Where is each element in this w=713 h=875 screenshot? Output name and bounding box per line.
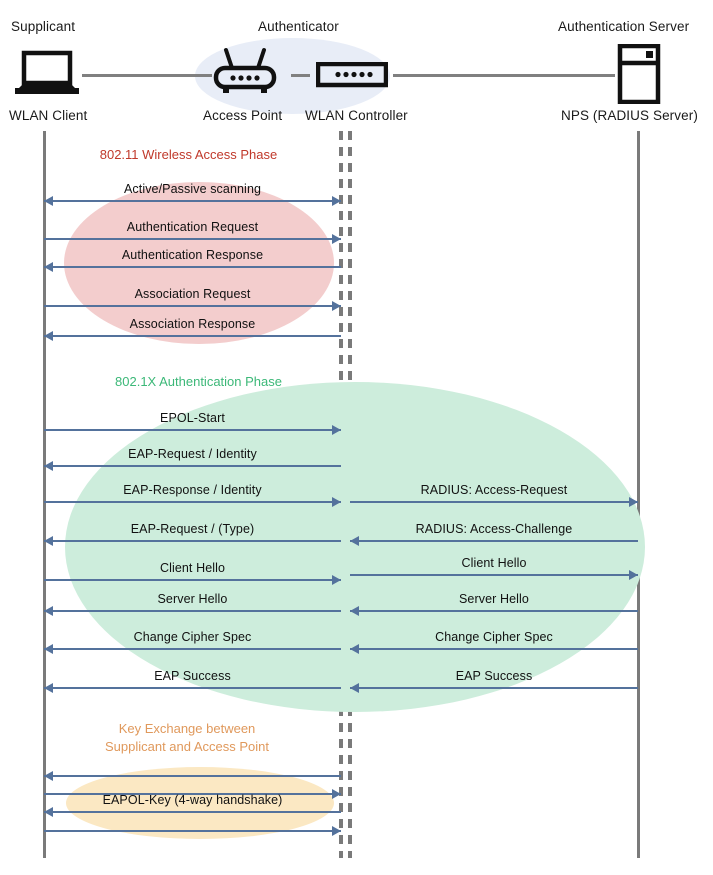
actor-role-supplicant: Supplicant xyxy=(11,19,76,34)
phase-title-key-exchange-line2: Supplicant and Access Point xyxy=(104,739,270,754)
message-arrow-head xyxy=(332,826,341,836)
message-arrow-head xyxy=(44,606,53,616)
message-arrow-head xyxy=(44,683,53,693)
message-arrow-line xyxy=(44,775,341,777)
message-arrow-head xyxy=(44,461,53,471)
phase-ellipse-80211 xyxy=(64,182,334,344)
phase-title-8021x: 802.1X Authentication Phase xyxy=(115,374,282,389)
message-arrow-line xyxy=(44,305,341,307)
message-label: Client Hello xyxy=(461,556,527,570)
message-label: EAP-Response / Identity xyxy=(123,483,262,497)
message-arrow-head xyxy=(350,644,359,654)
phase-ellipse-key-exchange xyxy=(66,767,334,839)
message-arrow-head xyxy=(332,196,341,206)
message-label: EPOL-Start xyxy=(160,411,225,425)
message-arrow-head xyxy=(44,807,53,817)
message-arrow-head xyxy=(44,331,53,341)
phase-title-key-exchange-line1: Key Exchange between xyxy=(118,721,256,736)
message-label: Active/Passive scanning xyxy=(123,182,262,196)
actor-name-wlan-client: WLAN Client xyxy=(9,108,88,123)
message-label: RADIUS: Access-Challenge xyxy=(415,522,573,536)
message-label: EAP Success xyxy=(455,669,533,683)
message-arrow-line xyxy=(44,793,341,795)
link-controller-to-server xyxy=(393,74,615,77)
message-arrow-line xyxy=(350,540,638,542)
message-label: Server Hello xyxy=(157,592,228,606)
message-label: Authentication Response xyxy=(121,248,264,262)
laptop-icon xyxy=(12,50,82,98)
message-arrow-line xyxy=(350,648,638,650)
message-arrow-head xyxy=(332,789,341,799)
network-switch-icon xyxy=(315,61,389,88)
actor-name-access-point: Access Point xyxy=(203,108,283,123)
message-arrow-line xyxy=(44,266,341,268)
message-arrow-head xyxy=(44,771,53,781)
message-arrow-line xyxy=(350,574,638,576)
message-label: Change Cipher Spec xyxy=(435,630,553,644)
message-arrow-line xyxy=(44,687,341,689)
lifeline-auth-server xyxy=(637,131,640,858)
message-arrow-head xyxy=(44,644,53,654)
message-arrow-head xyxy=(332,575,341,585)
message-arrow-head xyxy=(629,570,638,580)
message-label: Association Request xyxy=(134,287,251,301)
message-arrow-line xyxy=(44,811,341,813)
message-label: Client Hello xyxy=(159,561,226,575)
message-label: EAP-Request / (Type) xyxy=(130,522,255,536)
message-arrow-line xyxy=(44,501,341,503)
message-arrow-head xyxy=(350,606,359,616)
message-arrow-line xyxy=(350,687,638,689)
message-arrow-line xyxy=(44,465,341,467)
phase-ellipse-8021x xyxy=(65,382,645,712)
wireless-router-icon xyxy=(212,46,278,98)
message-arrow-line xyxy=(350,610,638,612)
message-arrow-head xyxy=(629,497,638,507)
message-arrow-head xyxy=(332,301,341,311)
message-arrow-line xyxy=(44,200,341,202)
actor-role-auth-server: Authentication Server xyxy=(558,19,690,34)
actor-name-nps-radius-server: NPS (RADIUS Server) xyxy=(561,108,698,123)
link-client-to-ap xyxy=(82,74,212,77)
actor-role-authenticator: Authenticator xyxy=(258,19,339,34)
lifeline-supplicant xyxy=(43,131,46,858)
message-label: EAP-Request / Identity xyxy=(128,447,257,461)
message-arrow-line xyxy=(44,610,341,612)
message-label: Association Response xyxy=(129,317,256,331)
actor-name-wlan-controller: WLAN Controller xyxy=(305,108,408,123)
phase-title-key-exchange: Key Exchange between Supplicant and Acce… xyxy=(92,720,282,756)
message-arrow-line xyxy=(44,335,341,337)
message-arrow-line xyxy=(44,540,341,542)
message-arrow-head xyxy=(44,196,53,206)
message-arrow-head xyxy=(350,683,359,693)
link-ap-to-controller xyxy=(291,74,310,77)
message-arrow-head xyxy=(332,497,341,507)
message-label: Authentication Request xyxy=(126,220,259,234)
message-arrow-line xyxy=(350,501,638,503)
message-label: Change Cipher Spec xyxy=(133,630,252,644)
message-arrow-head xyxy=(44,536,53,546)
message-arrow-head xyxy=(44,262,53,272)
message-arrow-line xyxy=(44,429,341,431)
message-label: Server Hello xyxy=(459,592,529,606)
message-label: EAPOL-Key (4-way handshake) xyxy=(102,793,283,807)
phase-title-80211: 802.11 Wireless Access Phase xyxy=(99,147,278,162)
message-arrow-head xyxy=(332,425,341,435)
message-arrow-line xyxy=(44,830,341,832)
server-rack-icon xyxy=(617,43,661,105)
message-arrow-head xyxy=(332,234,341,244)
message-label: RADIUS: Access-Request xyxy=(420,483,568,497)
message-arrow-line xyxy=(44,579,341,581)
message-arrow-head xyxy=(350,536,359,546)
message-label: EAP Success xyxy=(154,669,231,683)
message-arrow-line xyxy=(44,238,341,240)
message-arrow-line xyxy=(44,648,341,650)
